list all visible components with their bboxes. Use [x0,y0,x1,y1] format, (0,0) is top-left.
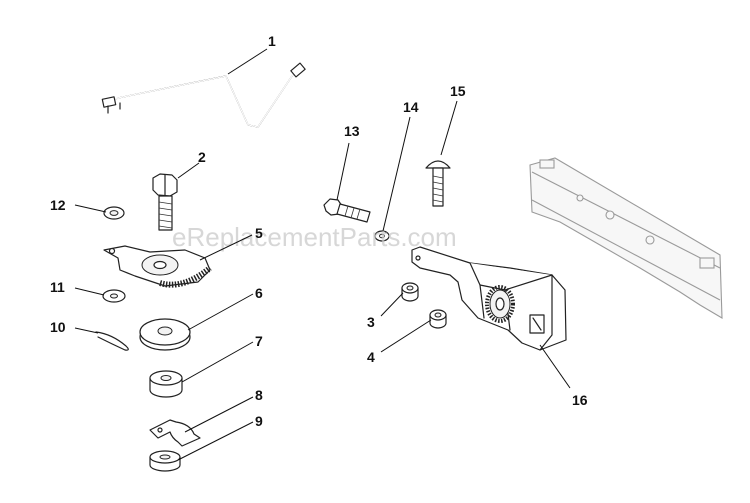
part-13-angled-bolt [323,198,371,223]
leader-6 [187,293,254,331]
callout-9: 9 [255,413,263,429]
callout-14: 14 [403,99,419,115]
callout-12: 12 [50,197,66,213]
leader-14 [382,116,411,232]
callout-11: 11 [50,279,65,295]
leader-5 [199,234,253,261]
part-10-cotter-pin [95,331,129,351]
callout-16: 16 [572,392,588,408]
leader-9 [177,421,254,461]
callout-15: 15 [450,83,466,99]
leader-13 [336,142,350,201]
callout-labels: 1 2 3 4 5 6 7 8 9 10 11 12 13 14 15 16 [50,33,588,429]
part-14-washer [374,230,390,242]
leader-2 [177,162,200,179]
callout-1: 1 [268,33,276,49]
callout-2: 2 [198,149,206,165]
part-8-clamp [149,419,201,447]
callout-13: 13 [344,123,360,139]
part-16-steering-bracket [411,246,567,351]
part-1-rod [101,62,306,128]
leader-8 [184,396,254,433]
callout-7: 7 [255,333,263,349]
part-7-spacer [149,370,183,398]
leader-15 [440,100,458,156]
leader-7 [181,341,254,383]
part-5-sector-gear [103,245,212,288]
callout-4: 4 [367,349,375,365]
callout-10: 10 [50,319,66,335]
leader-4 [380,319,432,353]
part-12-nut [103,206,125,220]
part-9-spacer [149,450,181,472]
callout-3: 3 [367,314,375,330]
leader-lines [74,48,571,461]
part-11-washer [102,289,126,303]
watermark-text: eReplacementParts.com [172,222,457,252]
leader-10 [74,327,99,334]
leader-12 [74,204,107,213]
frame-rail-ghost [529,157,723,319]
callout-6: 6 [255,285,263,301]
part-15-carriage-bolt [425,160,451,207]
part-2-hex-bolt [152,173,178,231]
leader-1 [227,48,268,75]
callout-5: 5 [255,225,263,241]
leader-11 [74,287,105,296]
callout-8: 8 [255,387,263,403]
part-3-nut [401,282,419,302]
leader-3 [380,292,404,317]
part-6-disc-washer [139,318,191,351]
leader-16 [539,344,571,389]
part-4-nut [429,309,447,329]
